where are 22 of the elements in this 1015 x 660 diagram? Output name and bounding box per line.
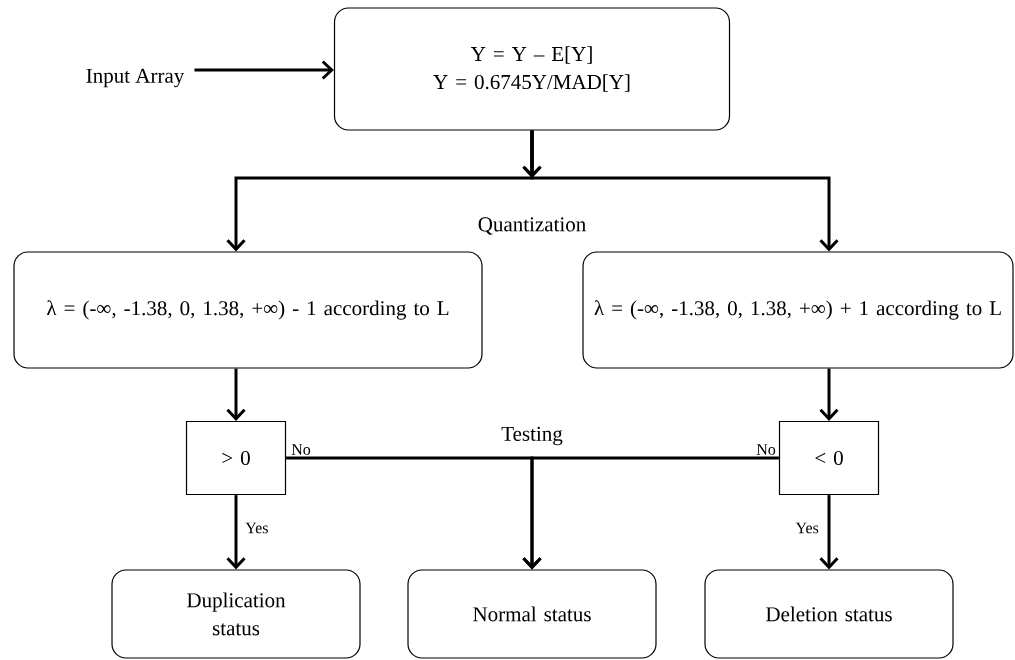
arrow <box>819 495 839 570</box>
arrow <box>194 60 334 80</box>
process-box: Normal status <box>407 569 657 659</box>
edge-label: No <box>756 444 776 455</box>
arrow <box>226 368 246 421</box>
input-label: Input Array <box>86 68 185 88</box>
arrow <box>522 456 779 570</box>
process-box: λ = (-∞, -1.38, 0, 1.38, +∞) - 1 according to L <box>13 251 483 369</box>
decision-box: < 0 <box>778 420 880 496</box>
edge-label: Yes <box>795 522 819 534</box>
arrow <box>819 368 839 421</box>
process-box: Y = Y – E[Y] Y = 0.6745Y/MAD[Y] <box>333 7 731 131</box>
process-box: Duplication status <box>111 569 361 659</box>
edge-label: Yes <box>245 522 268 534</box>
decision-box: > 0 <box>185 420 287 496</box>
process-box: λ = (-∞, -1.38, 0, 1.38, +∞) + 1 according to L <box>582 251 1014 369</box>
stage-label: Quantization <box>475 215 589 237</box>
stage-label: Testing <box>499 424 565 448</box>
edge-label: No <box>291 444 311 455</box>
arrow <box>226 495 246 570</box>
process-box: Deletion status <box>704 569 954 659</box>
arrow <box>522 130 839 252</box>
